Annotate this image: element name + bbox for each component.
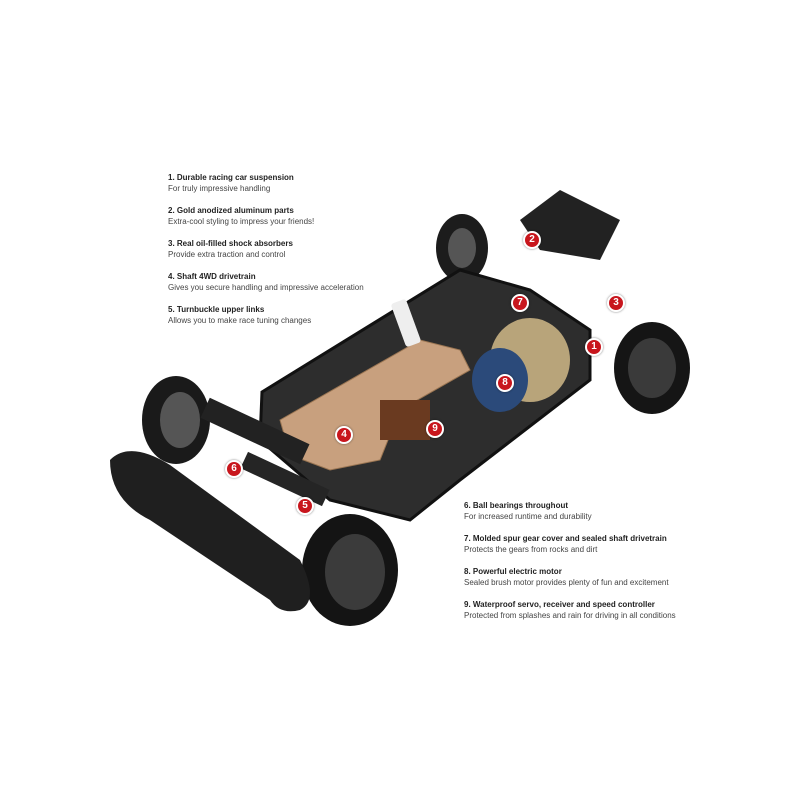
feature-item: 9. Waterproof servo, receiver and speed … [464,599,676,621]
feature-list-right: 6. Ball bearings throughout For increase… [464,500,676,632]
callout-badge-8: 8 [496,374,514,392]
callout-badge-9: 9 [426,420,444,438]
feature-item: 4. Shaft 4WD drivetrain Gives you secure… [168,271,364,293]
feature-description: Protected from splashes and rain for dri… [464,611,676,620]
feature-title: 2. Gold anodized aluminum parts [168,206,294,215]
callout-badge-6: 6 [225,460,243,478]
callout-badge-5: 5 [296,497,314,515]
feature-description: Provide extra traction and control [168,250,286,259]
callout-badge-4: 4 [335,426,353,444]
feature-description: For truly impressive handling [168,184,271,193]
callout-badge-7: 7 [511,294,529,312]
feature-title: 7. Molded spur gear cover and sealed sha… [464,534,667,543]
feature-item: 6. Ball bearings throughout For increase… [464,500,676,522]
feature-description: Extra-cool styling to impress your frien… [168,217,315,226]
callout-badge-1: 1 [585,338,603,356]
feature-item: 7. Molded spur gear cover and sealed sha… [464,533,676,555]
feature-title: 3. Real oil-filled shock absorbers [168,239,293,248]
feature-item: 8. Powerful electric motor Sealed brush … [464,566,676,588]
callout-badge-3: 3 [607,294,625,312]
feature-title: 5. Turnbuckle upper links [168,305,265,314]
feature-description: Allows you to make race tuning changes [168,316,312,325]
feature-description: Gives you secure handling and impressive… [168,283,364,292]
feature-title: 9. Waterproof servo, receiver and speed … [464,600,655,609]
feature-title: 1. Durable racing car suspension [168,173,294,182]
feature-description: For increased runtime and durability [464,512,592,521]
feature-item: 2. Gold anodized aluminum parts Extra-co… [168,205,364,227]
feature-item: 5. Turnbuckle upper links Allows you to … [168,304,364,326]
feature-description: Sealed brush motor provides plenty of fu… [464,578,669,587]
feature-list-left: 1. Durable racing car suspension For tru… [168,172,364,337]
feature-title: 4. Shaft 4WD drivetrain [168,272,256,281]
callout-badge-2: 2 [523,231,541,249]
feature-title: 6. Ball bearings throughout [464,501,569,510]
feature-item: 1. Durable racing car suspension For tru… [168,172,364,194]
feature-item: 3. Real oil-filled shock absorbers Provi… [168,238,364,260]
feature-description: Protects the gears from rocks and dirt [464,545,598,554]
feature-title: 8. Powerful electric motor [464,567,562,576]
